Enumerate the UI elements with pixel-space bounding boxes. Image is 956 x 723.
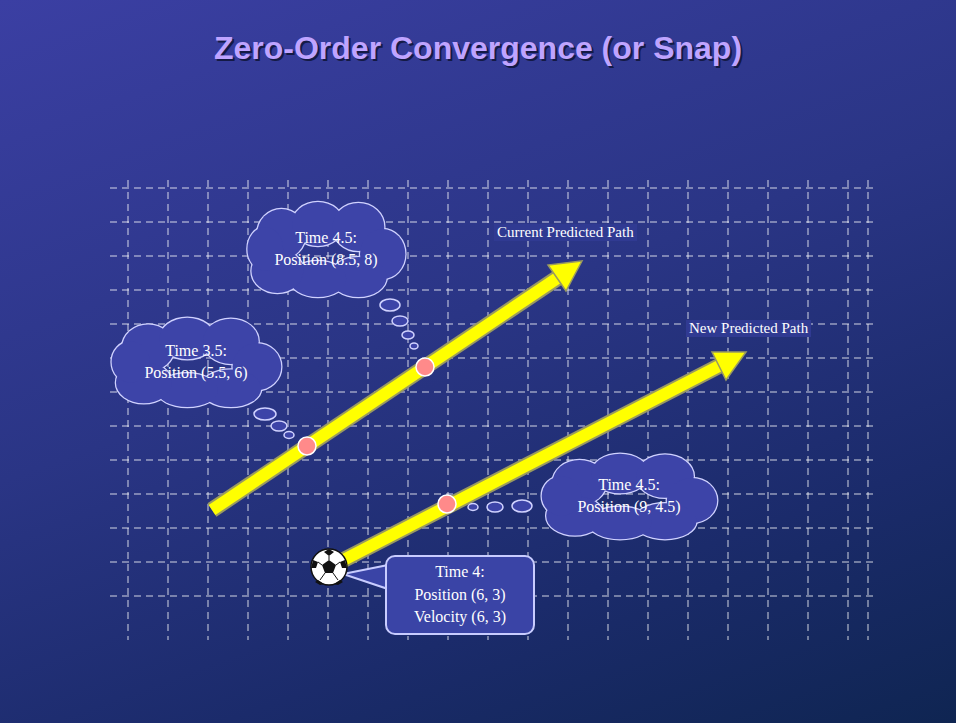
cloud-lobe xyxy=(542,476,582,516)
callout-text: Position (8.5, 8) xyxy=(274,249,377,271)
text-stack: Time 4.5:Position (9, 4.5) xyxy=(577,474,680,519)
slide-title: Zero-Order Convergence (or Snap) xyxy=(0,30,956,67)
text-stack: Time 3.5:Position (5.5, 6) xyxy=(144,340,247,385)
cloud-lobe xyxy=(112,341,150,382)
callout-text: Position (6, 3) xyxy=(414,584,506,606)
cloud-outline xyxy=(245,199,407,299)
callout-text: Time 4.5: xyxy=(577,474,680,496)
callout-text: Time 3.5: xyxy=(144,340,247,362)
path-points xyxy=(298,358,456,513)
new-path-arrow xyxy=(330,352,746,567)
path-label: Current Predicted Path xyxy=(494,224,637,241)
thought-cloud: Time 4.5:Position (8.5, 8) xyxy=(245,199,407,299)
callout-text: Time 4.5: xyxy=(274,227,377,249)
callout-text: Position (5.5, 6) xyxy=(144,362,247,384)
cloud-outline xyxy=(539,451,719,541)
cloud-lobe xyxy=(112,341,150,382)
cloud-lobe xyxy=(542,476,582,516)
thought-cloud: Time 4.5:Position (9, 4.5) xyxy=(539,451,719,541)
callout-text: Time 4: xyxy=(414,561,506,583)
callout-text: Velocity (6, 3) xyxy=(414,606,506,628)
callout-text: Position (9, 4.5) xyxy=(577,496,680,518)
soccer-ball xyxy=(311,549,347,585)
path-label: New Predicted Path xyxy=(686,320,811,337)
grid xyxy=(110,180,875,640)
text-stack: Time 4:Position (6, 3)Velocity (6, 3) xyxy=(414,561,506,628)
cloud-outline xyxy=(109,315,283,409)
callout-box: Time 4:Position (6, 3)Velocity (6, 3) xyxy=(385,555,535,635)
text-stack: Time 4.5:Position (8.5, 8) xyxy=(274,227,377,272)
callout-pointer xyxy=(343,565,388,589)
thought-bubbles xyxy=(254,299,532,512)
thought-cloud: Time 3.5:Position (5.5, 6) xyxy=(109,315,283,409)
